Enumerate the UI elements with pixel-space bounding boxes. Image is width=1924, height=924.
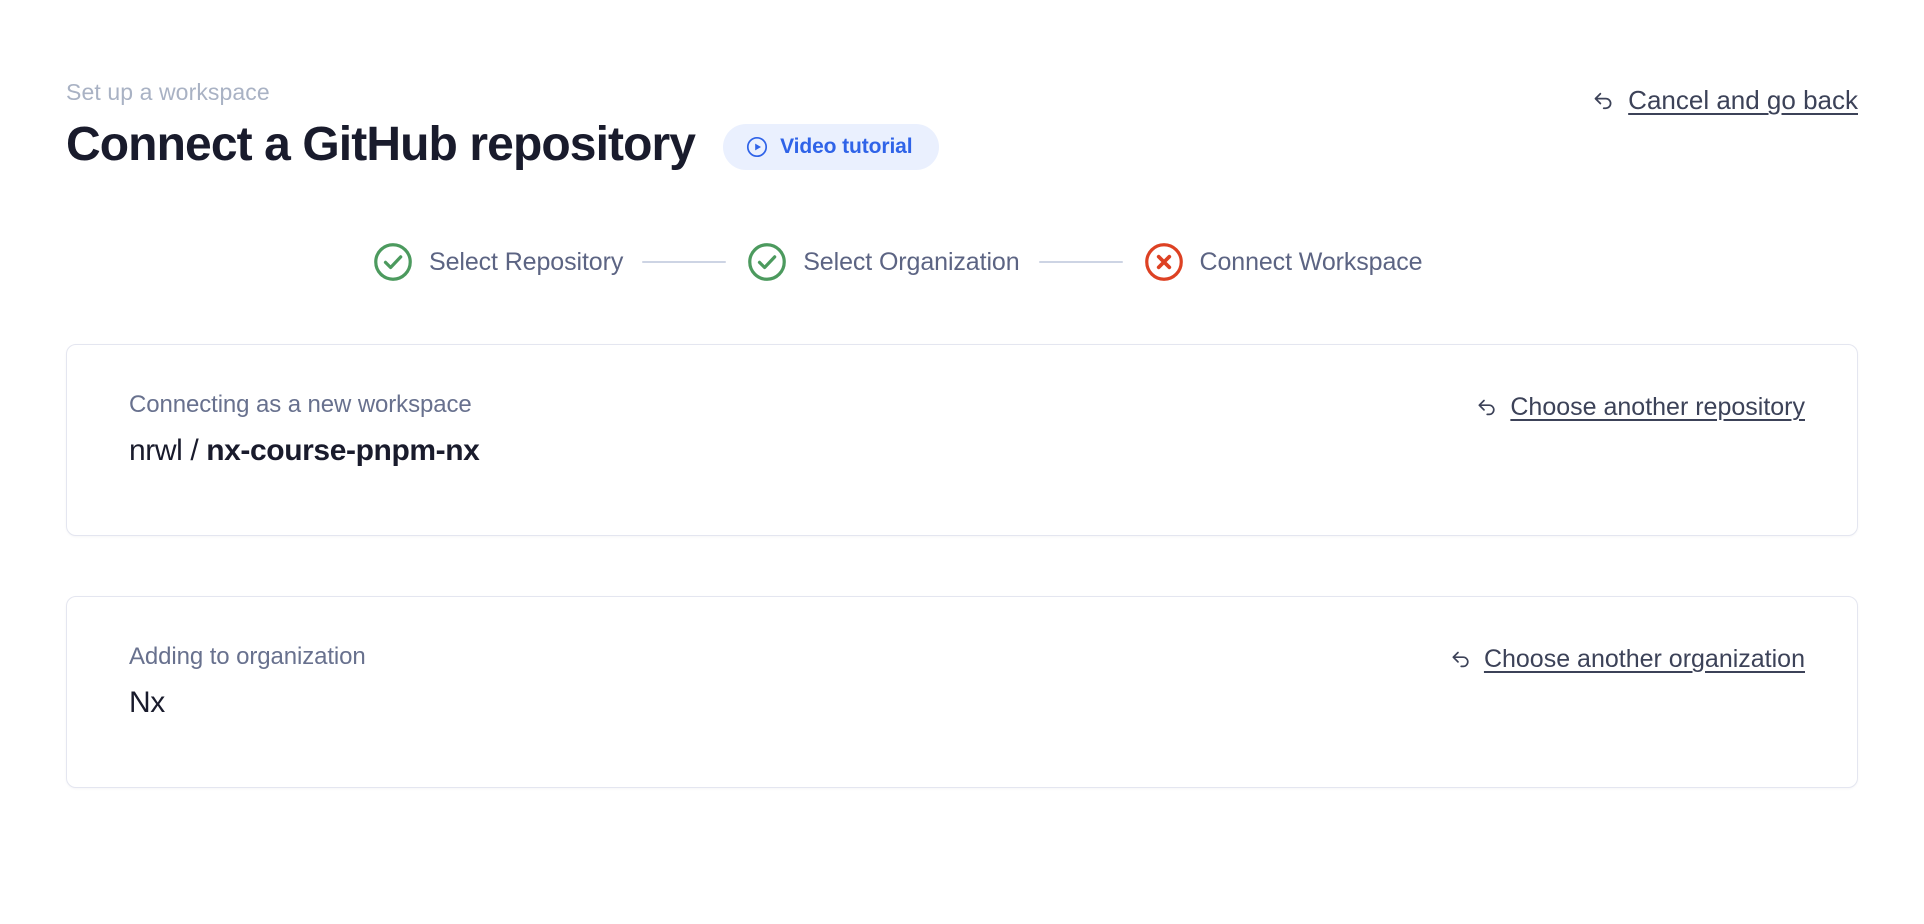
page-title: Connect a GitHub repository: [66, 118, 696, 171]
summary-cards: Connecting as a new workspace nrwl / nx-…: [66, 344, 1858, 788]
stepper-step-connect-workspace[interactable]: Connect Workspace: [1142, 240, 1423, 284]
stepper-connector-1: [642, 261, 727, 263]
stepper-step-select-organization[interactable]: Select Organization: [745, 240, 1020, 284]
x-circle-icon: [1142, 240, 1186, 284]
choose-another-repository-link[interactable]: Choose another repository: [1475, 392, 1805, 422]
organization-card-caption: Adding to organization: [129, 643, 366, 670]
back-arrow-icon: [1449, 647, 1473, 671]
video-tutorial-button[interactable]: Video tutorial: [723, 124, 939, 170]
repository-card: Connecting as a new workspace nrwl / nx-…: [66, 344, 1858, 536]
title-row: Connect a GitHub repository Video tutori…: [66, 116, 1858, 174]
check-circle-icon: [745, 240, 789, 284]
stepper-connector-2: [1038, 261, 1123, 263]
choose-another-repository-label: Choose another repository: [1510, 393, 1805, 421]
repository-name: nx-course-pnpm-nx: [206, 434, 480, 467]
repository-card-value: nrwl / nx-course-pnpm-nx: [129, 432, 1805, 470]
stepper-step-select-repository[interactable]: Select Repository: [371, 240, 623, 284]
stepper-label-connect-workspace: Connect Workspace: [1199, 248, 1423, 276]
choose-another-organization-label: Choose another organization: [1483, 645, 1805, 673]
video-tutorial-label: Video tutorial: [780, 135, 913, 158]
repository-owner: nrwl /: [129, 434, 207, 467]
page-header: Set up a workspace Connect a GitHub repo…: [66, 0, 1858, 174]
organization-card-value: Nx: [129, 684, 1805, 722]
cancel-and-go-back-label: Cancel and go back: [1628, 85, 1858, 115]
organization-name: Nx: [129, 686, 165, 719]
stepper-label-select-repository: Select Repository: [429, 248, 624, 276]
organization-card: Adding to organization Nx Choose another…: [66, 596, 1858, 788]
play-circle-icon: [745, 135, 769, 159]
choose-another-organization-link[interactable]: Choose another organization: [1449, 644, 1805, 674]
stepper-label-select-organization: Select Organization: [803, 248, 1020, 276]
progress-stepper: Select Repository Select Organization Co…: [66, 240, 1858, 284]
back-arrow-icon: [1475, 395, 1499, 419]
check-circle-icon: [371, 240, 415, 284]
cancel-and-go-back-link[interactable]: Cancel and go back: [1591, 85, 1858, 115]
page-eyebrow: Set up a workspace: [66, 79, 270, 105]
repository-card-caption: Connecting as a new workspace: [129, 391, 472, 418]
back-arrow-icon: [1591, 88, 1616, 113]
